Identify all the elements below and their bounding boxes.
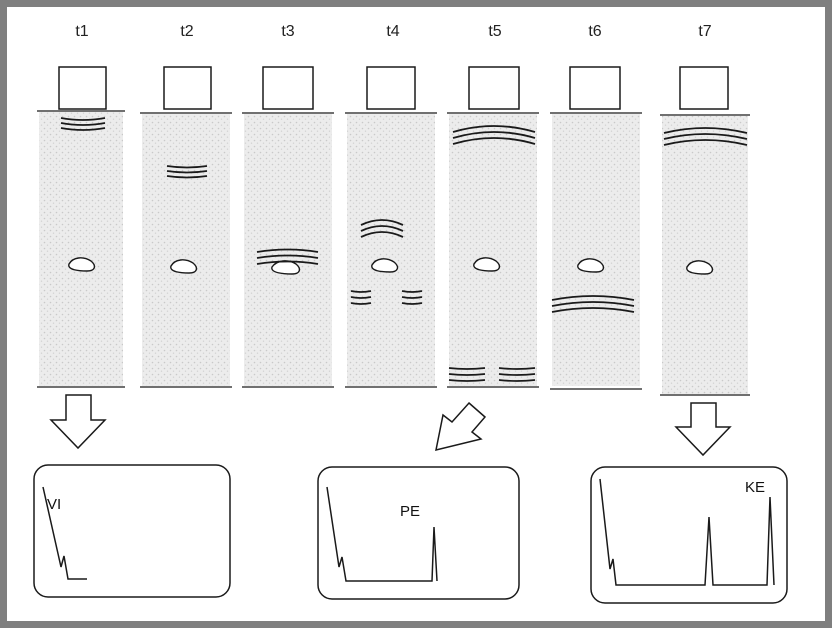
tissue-region — [39, 112, 123, 386]
reflected-wave — [663, 127, 748, 146]
target-object — [170, 259, 198, 274]
tissue-region — [449, 114, 537, 386]
tissue-region — [552, 114, 640, 386]
down-arrow-t1 — [49, 394, 107, 450]
transducer — [163, 66, 212, 110]
target-object — [271, 260, 301, 275]
time-label-t6: t6 — [588, 23, 601, 40]
echo-trace — [42, 486, 87, 580]
time-label-t4: t4 — [386, 23, 399, 40]
column-t3: t3 — [242, 23, 334, 388]
transmitted-wave — [448, 367, 536, 382]
transmitted-wave — [350, 290, 423, 305]
time-label-t3: t3 — [281, 23, 294, 40]
column-t1: t1 — [37, 23, 125, 388]
target-object — [371, 258, 399, 273]
transducer — [262, 66, 314, 110]
wavefront — [256, 248, 319, 265]
display-screen-vi: VI — [33, 464, 231, 598]
column-t6: t6 — [550, 23, 642, 390]
screen-label-pe: PE — [400, 503, 420, 520]
target-object — [686, 260, 714, 275]
time-label-t1: t1 — [75, 23, 88, 40]
target-object — [577, 258, 605, 273]
echo-trace — [599, 478, 775, 586]
column-t4: t4 — [345, 23, 437, 388]
time-label-t2: t2 — [180, 23, 193, 40]
reflected-wave — [551, 295, 635, 313]
display-screen-ke: KE — [590, 466, 788, 604]
tissue-region — [142, 114, 230, 386]
transducer — [366, 66, 416, 110]
target-object — [68, 257, 96, 272]
echo-trace — [326, 486, 438, 582]
target-object — [473, 257, 501, 272]
time-label-t5: t5 — [488, 23, 501, 40]
screen-label-ke: KE — [745, 479, 765, 496]
column-t2: t2 — [140, 23, 232, 388]
wavefront — [166, 165, 208, 179]
column-t7: t7 — [660, 23, 750, 396]
wavefront — [60, 117, 106, 131]
ultrasound-wave-diagram: t1 t2 t3 t4 — [33, 23, 788, 604]
time-label-t7: t7 — [698, 23, 711, 40]
column-t5: t5 — [447, 23, 539, 388]
down-arrow-t7 — [674, 402, 732, 457]
transducer — [58, 66, 107, 110]
tissue-region — [347, 114, 435, 386]
reflected-wave — [452, 125, 536, 145]
reflected-wave — [360, 219, 404, 238]
transducer — [679, 66, 729, 110]
transducer — [569, 66, 621, 110]
tissue-region — [662, 116, 748, 394]
transducer — [468, 66, 520, 110]
diagonal-arrow-t5 — [435, 401, 487, 452]
screen-label-vi: VI — [47, 496, 61, 513]
display-screen-pe: PE — [317, 466, 520, 600]
